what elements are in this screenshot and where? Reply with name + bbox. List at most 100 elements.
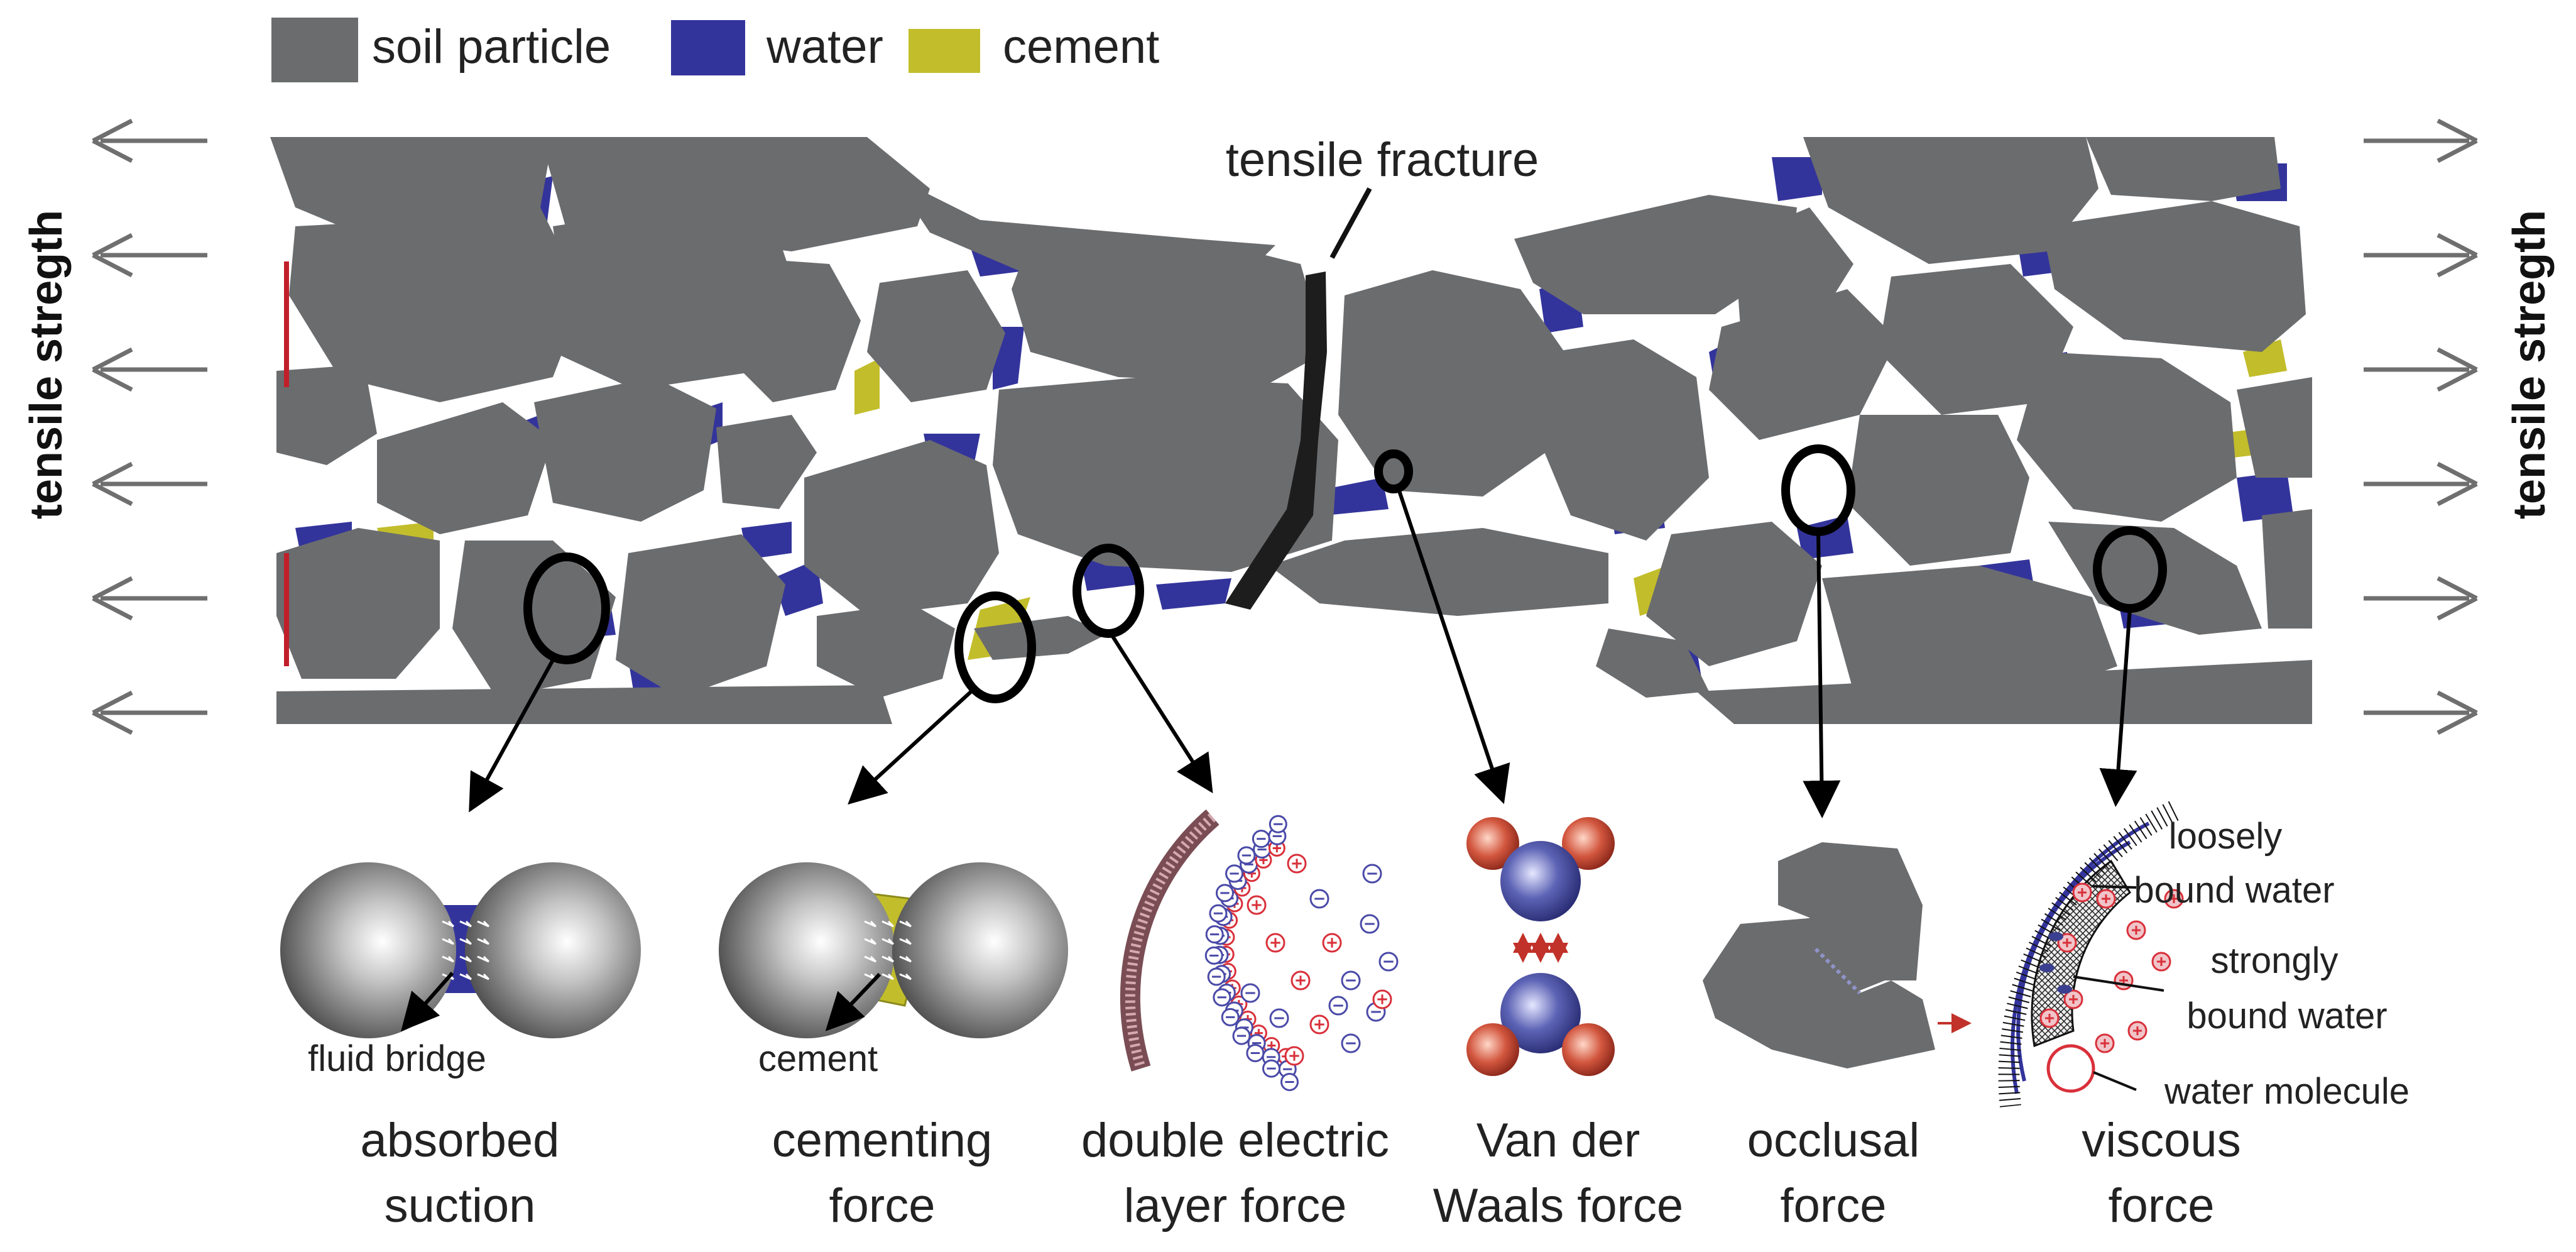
negative-ion	[1252, 830, 1270, 848]
bridge-force-arrow	[899, 973, 912, 980]
oxygen-atom	[1500, 841, 1581, 921]
water-meniscus	[2237, 471, 2293, 522]
positive-ion	[1322, 933, 1342, 953]
soil-particle-sphere-left	[719, 862, 895, 1038]
soil-particle	[867, 270, 1005, 402]
soil-particle	[993, 377, 1338, 572]
water-molecule-highlight	[2046, 1044, 2095, 1093]
soil-particle	[276, 685, 892, 724]
specimen-edge-mark-lower	[284, 553, 289, 666]
fracture-label: tensile fracture	[1226, 133, 1539, 187]
water-molecule-bottom	[1466, 973, 1615, 1076]
tension-arrow-right	[2364, 347, 2478, 392]
negative-ion	[1225, 864, 1244, 883]
negative-ion	[1209, 904, 1228, 923]
negative-ion	[1341, 970, 1361, 991]
bridge-force-arrow	[899, 938, 912, 945]
negative-ion	[1215, 884, 1234, 903]
hydrogen-atom	[1466, 1023, 1519, 1076]
legend: soil particle water cement	[271, 18, 1159, 82]
negative-ion	[1269, 1008, 1289, 1028]
soil-particle	[1596, 629, 1709, 698]
tension-arrow-left	[92, 233, 207, 278]
soil-particle	[1803, 137, 2098, 264]
negative-ion	[1262, 1059, 1281, 1078]
loosely-bound-label-1: loosely	[2169, 816, 2283, 857]
water-molecule-dipole	[2039, 964, 2055, 972]
callout-ellipse-cementing-force	[954, 591, 1036, 703]
interlocked-particle-upper	[1778, 842, 1923, 993]
legend-swatch-soil-particle	[271, 18, 358, 82]
caption-viscous-line1: viscous	[2082, 1114, 2240, 1167]
callout-arrow-cementing-force	[848, 689, 973, 805]
loosely-bound-label-2: bound water	[2134, 870, 2334, 911]
soil-particle	[1012, 239, 1326, 383]
soil-particle	[1696, 660, 2312, 724]
caption-cementing-force-line1: cementing	[772, 1114, 993, 1167]
specimen-edge-mark-upper	[284, 261, 289, 387]
positive-ion	[1372, 989, 1392, 1009]
soil-particle	[867, 138, 1275, 277]
oxygen-atom	[1500, 973, 1581, 1053]
right-tension-arrows	[2364, 118, 2478, 735]
bridge-force-arrow	[899, 955, 912, 963]
caption-occlusal-line2: force	[1781, 1179, 1887, 1233]
tensile-fracture	[1225, 272, 1327, 610]
tension-arrow-right	[2364, 461, 2478, 507]
legend-label-cement: cement	[1003, 20, 1159, 74]
legend-swatch-cement	[909, 29, 980, 73]
soil-particle	[1539, 339, 1709, 541]
soil-particle	[2262, 509, 2312, 629]
negative-ion	[1269, 815, 1287, 833]
van-der-waals-illustration	[1466, 817, 1615, 1076]
positive-ion	[1265, 933, 1285, 953]
fluid-bridge-arrows	[442, 920, 490, 980]
positive-ion	[1291, 970, 1311, 991]
tension-arrow-left	[92, 118, 207, 163]
bridge-force-arrow	[442, 955, 455, 963]
cement-sublabel: cement	[758, 1038, 878, 1079]
occlusal-contact	[1814, 947, 1862, 995]
soil-particle	[2017, 352, 2237, 522]
water-meniscus	[1772, 157, 1822, 201]
soil-particle	[1847, 415, 2029, 566]
negative-ion	[1207, 967, 1226, 986]
soil-particle	[974, 616, 1106, 660]
negative-ion	[1328, 996, 1348, 1016]
caption-cementing-force-line2: force	[829, 1179, 936, 1233]
fluid-bridge-label: fluid bridge	[308, 1038, 486, 1079]
legend-label-water: water	[766, 20, 883, 74]
soil-particle	[2042, 201, 2306, 352]
positive-ion	[1247, 895, 1267, 915]
callout-arrow-double-electric-layer	[1109, 632, 1213, 794]
interlocked-particle-lower	[1703, 918, 1935, 1068]
bridge-force-arrow	[477, 955, 490, 963]
bound-ion	[2096, 889, 2116, 909]
strongly-bound-label-1: strongly	[2210, 940, 2338, 981]
bridge-force-arrow	[477, 920, 490, 928]
callout-ellipse-double-electric-layer	[1072, 544, 1144, 638]
soil-particle	[1514, 195, 1797, 314]
tension-arrow-left	[92, 347, 207, 392]
fracture-label-leader	[1329, 187, 1372, 259]
bridge-force-arrow	[881, 973, 895, 980]
negative-ion	[1204, 946, 1223, 965]
bridge-force-arrow	[477, 938, 490, 945]
negative-ion	[1205, 925, 1224, 944]
tension-arrow-right	[2364, 233, 2478, 278]
negative-ion	[1309, 889, 1329, 909]
hydrogen-atom	[1562, 817, 1615, 870]
caption-absorbed-suction-line2: suction	[385, 1179, 536, 1233]
caption-van-der-waals-line1: Van der	[1476, 1114, 1640, 1167]
callout-arrow-van-der-waals	[1397, 488, 1510, 804]
water-meniscus	[1319, 478, 1389, 515]
soil-particle	[1646, 522, 1822, 666]
bridge-force-arrow	[881, 938, 895, 945]
bound-ion	[2063, 989, 2083, 1009]
callout-arrow-viscous	[2099, 608, 2137, 807]
bridge-force-arrow	[899, 920, 912, 928]
tension-arrow-right	[2364, 118, 2478, 163]
soil-particle	[276, 528, 440, 679]
tension-arrow-left	[92, 461, 207, 507]
